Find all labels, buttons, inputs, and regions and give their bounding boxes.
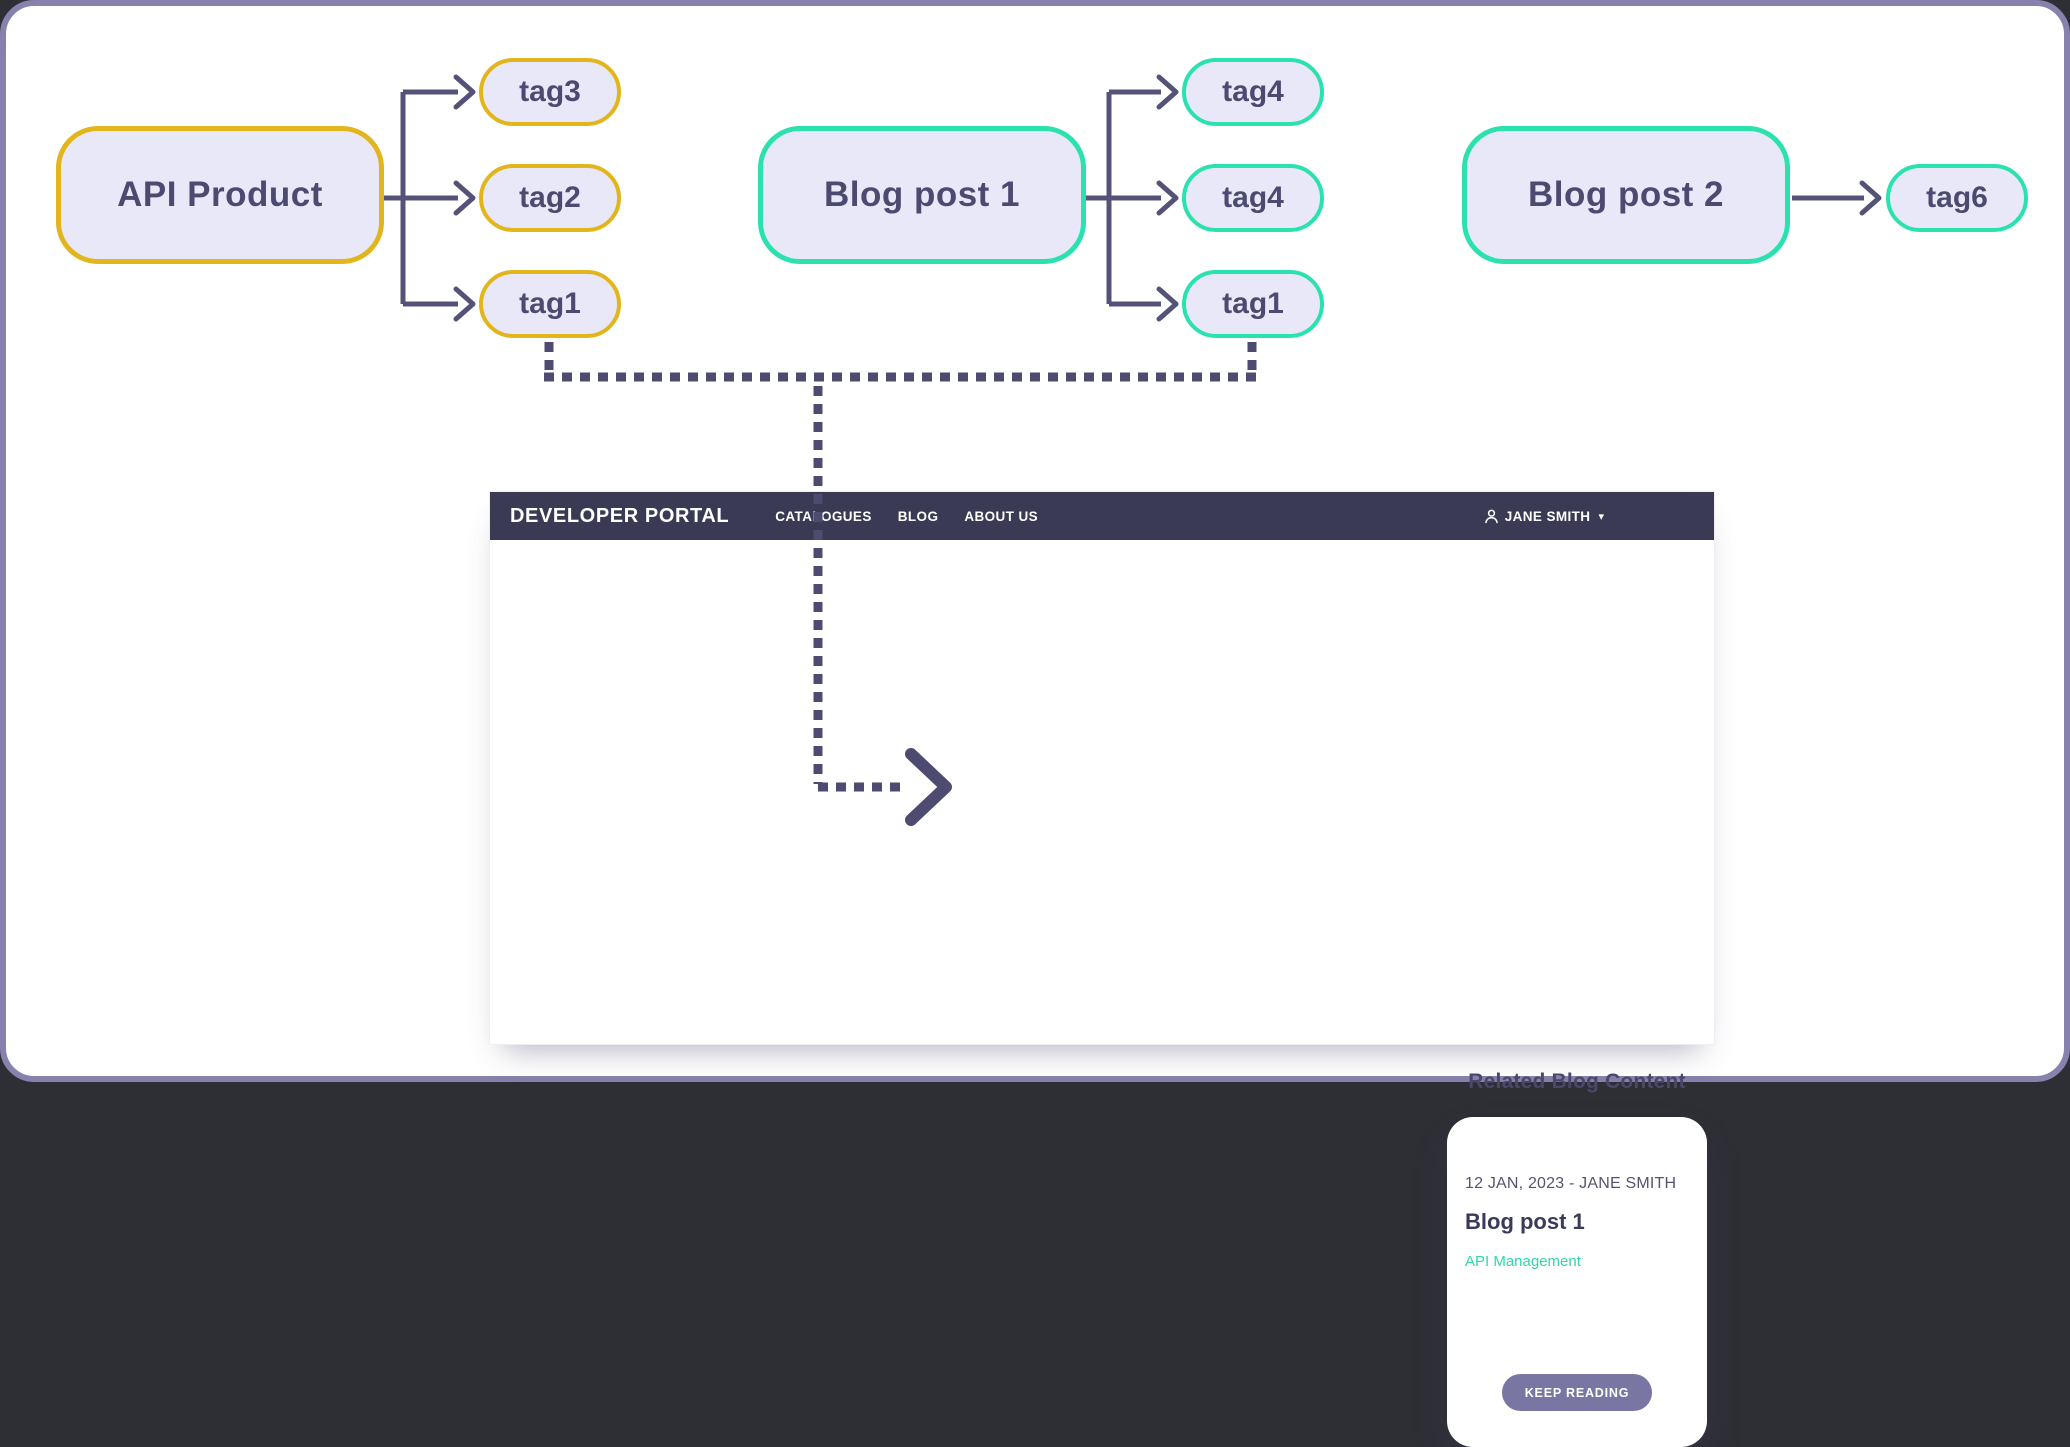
chevron-down-icon: ▾: [1598, 510, 1604, 523]
portal-brand: DEVELOPER PORTAL: [510, 504, 730, 527]
blog-card-title: Blog post 1: [1465, 1209, 1585, 1234]
menu-item-catalogues[interactable]: CATALOGUES: [775, 508, 872, 524]
tag-label: tag3: [519, 75, 581, 108]
tag-label: tag6: [1926, 181, 1988, 214]
blog-card: 12 JAN, 2023 - JANE SMITH Blog post 1 AP…: [1447, 1117, 1707, 1447]
tag-node-tag4-mid: tag4: [1182, 164, 1324, 232]
menu-item-about-us[interactable]: ABOUT US: [964, 508, 1039, 524]
tag-label: tag1: [1222, 287, 1284, 320]
keep-reading-button[interactable]: KEEP READING: [1502, 1374, 1652, 1411]
tag-label: tag4: [1222, 181, 1284, 214]
tag-node-tag6: tag6: [1886, 164, 2028, 232]
blog-post-1-label: Blog post 1: [823, 175, 1021, 214]
blog-post-1-node: Blog post 1: [758, 126, 1086, 264]
user-menu[interactable]: JANE SMITH ▾: [1483, 508, 1604, 525]
tag-label: tag4: [1222, 75, 1284, 108]
blog-post-2-node: Blog post 2: [1462, 126, 1790, 264]
menu-item-blog[interactable]: BLOG: [897, 508, 939, 524]
related-blog-content-heading: Related Blog Content: [1468, 1070, 1686, 1093]
blog-card-meta: 12 JAN, 2023 - JANE SMITH: [1465, 1175, 1677, 1192]
tag-label: tag1: [519, 287, 581, 320]
person-icon: [1484, 509, 1498, 523]
developer-portal-window: DEVELOPER PORTAL CATALOGUES BLOG ABOUT U…: [490, 492, 1714, 1447]
tag-label: tag2: [519, 181, 581, 214]
tag-node-tag1-right: tag1: [1182, 270, 1324, 338]
blog-card-tag-link[interactable]: API Management: [1465, 1253, 1581, 1270]
tag-node-tag2: tag2: [479, 164, 621, 232]
tag-node-tag3: tag3: [479, 58, 621, 126]
user-name: JANE SMITH: [1504, 508, 1591, 524]
tag-node-tag4-top: tag4: [1182, 58, 1324, 126]
blog-post-2-label: Blog post 2: [1527, 175, 1725, 214]
portal-navbar: DEVELOPER PORTAL CATALOGUES BLOG ABOUT U…: [490, 492, 1714, 540]
api-product-label: API Product: [117, 175, 323, 214]
portal-menu: CATALOGUES BLOG ABOUT US: [775, 509, 1038, 524]
api-product-node: API Product: [56, 126, 384, 264]
tag-node-tag1-left: tag1: [479, 270, 621, 338]
